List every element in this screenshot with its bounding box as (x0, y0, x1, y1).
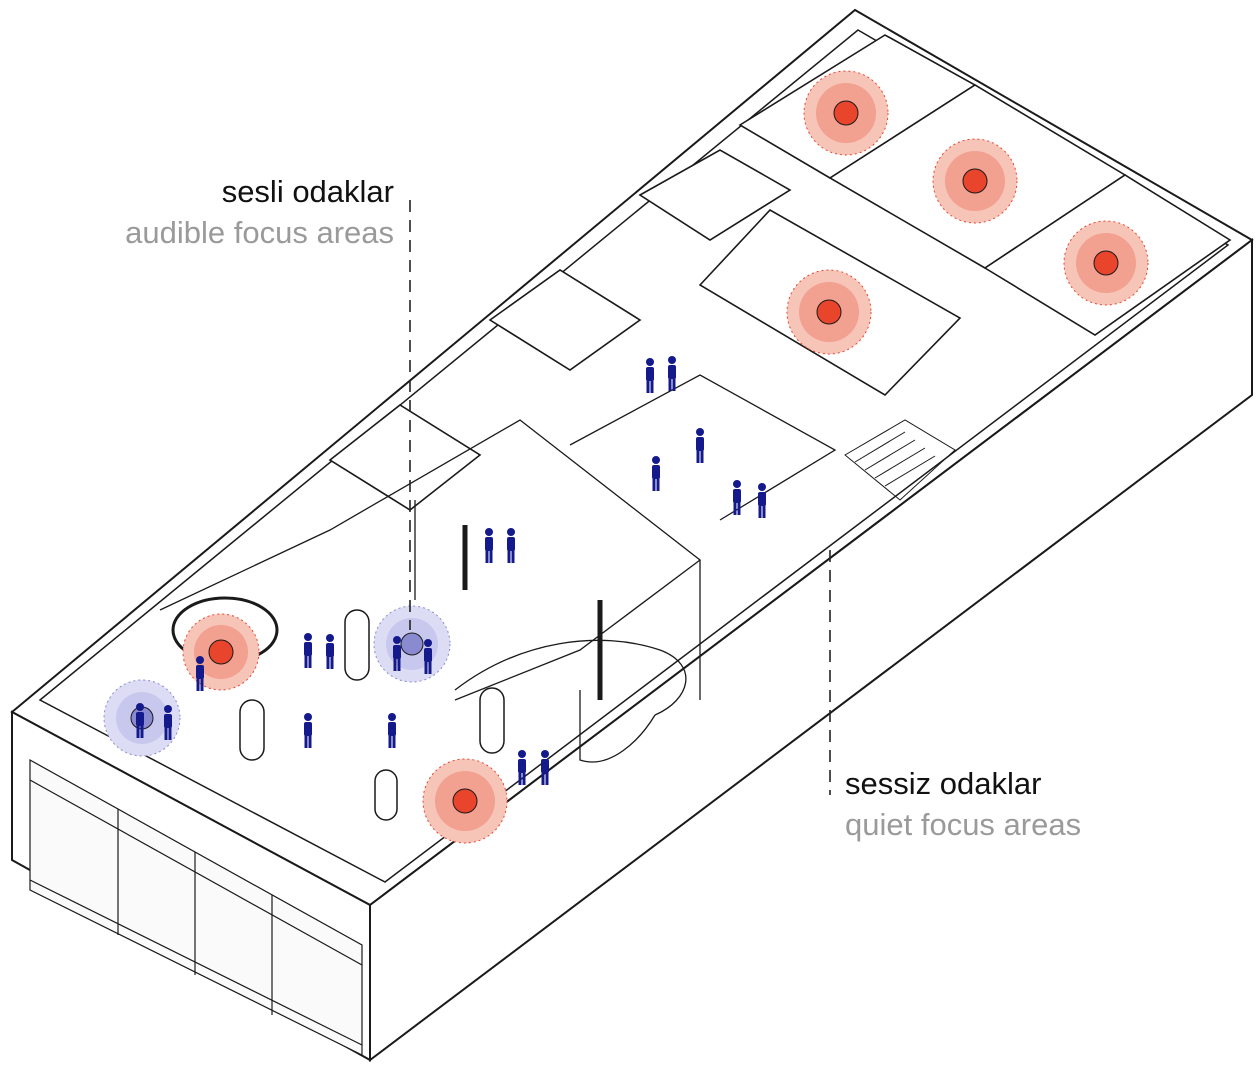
open-floor (159, 374, 837, 763)
audible-focus-areas (171, 70, 1149, 844)
quiet-label-turkish: sessiz odaklar (845, 766, 1042, 801)
audible-focus-marker-icon (803, 70, 889, 156)
stair (844, 419, 956, 501)
quiet-focus-marker-icon (373, 605, 451, 683)
audible-label-turkish: sesli odaklar (221, 174, 394, 209)
audible-focus-marker-icon (422, 758, 508, 844)
audible-label-english: audible focus areas (125, 215, 394, 250)
glass-facade (29, 758, 363, 1056)
quiet-label-english: quiet focus areas (845, 807, 1082, 842)
columns (239, 609, 505, 821)
leader-lines (409, 200, 831, 795)
audible-focus-marker-icon (932, 138, 1018, 224)
audible-focus-marker-icon (786, 269, 872, 355)
audible-focus-label: sesli odaklar audible focus areas (125, 176, 394, 248)
quiet-focus-label: sessiz odaklar quiet focus areas (845, 768, 1081, 840)
audible-focus-marker-icon (1063, 220, 1149, 306)
